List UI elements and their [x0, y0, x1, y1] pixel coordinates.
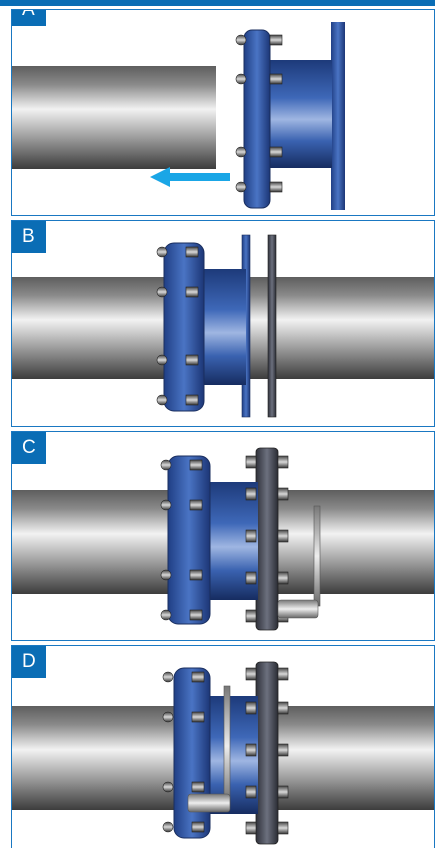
coupling-ring	[167, 455, 211, 625]
flange-plate	[255, 447, 279, 631]
bolt-group	[160, 455, 289, 623]
coupling-body	[200, 269, 246, 385]
torque-wrench-icon	[187, 685, 231, 813]
flange-plate	[331, 22, 345, 210]
arrow-left-icon	[150, 167, 230, 187]
step-d-panel: D	[11, 645, 435, 848]
step-label: D	[12, 646, 46, 678]
coupling-ring	[163, 242, 205, 412]
step-b-illustration	[12, 234, 434, 418]
step-a-illustration	[12, 22, 345, 210]
bolt-group	[156, 246, 199, 406]
step-c-panel: C	[11, 431, 435, 641]
gasket-plate	[267, 234, 277, 418]
step-label: B	[12, 221, 46, 253]
step-b-panel: B	[11, 220, 435, 427]
step-a-panel: A	[11, 9, 435, 216]
step-label: A	[12, 10, 46, 26]
bolt-group	[162, 667, 289, 835]
top-bar	[0, 0, 435, 6]
torque-wrench-icon	[277, 505, 321, 619]
coupling-ring	[243, 29, 271, 209]
step-d-illustration	[12, 661, 434, 845]
pipe	[12, 66, 216, 169]
flange-plate	[255, 661, 279, 845]
step-label: C	[12, 432, 46, 464]
coupling-ring	[173, 667, 211, 839]
step-c-illustration	[12, 447, 434, 631]
bolt-group	[235, 34, 283, 193]
